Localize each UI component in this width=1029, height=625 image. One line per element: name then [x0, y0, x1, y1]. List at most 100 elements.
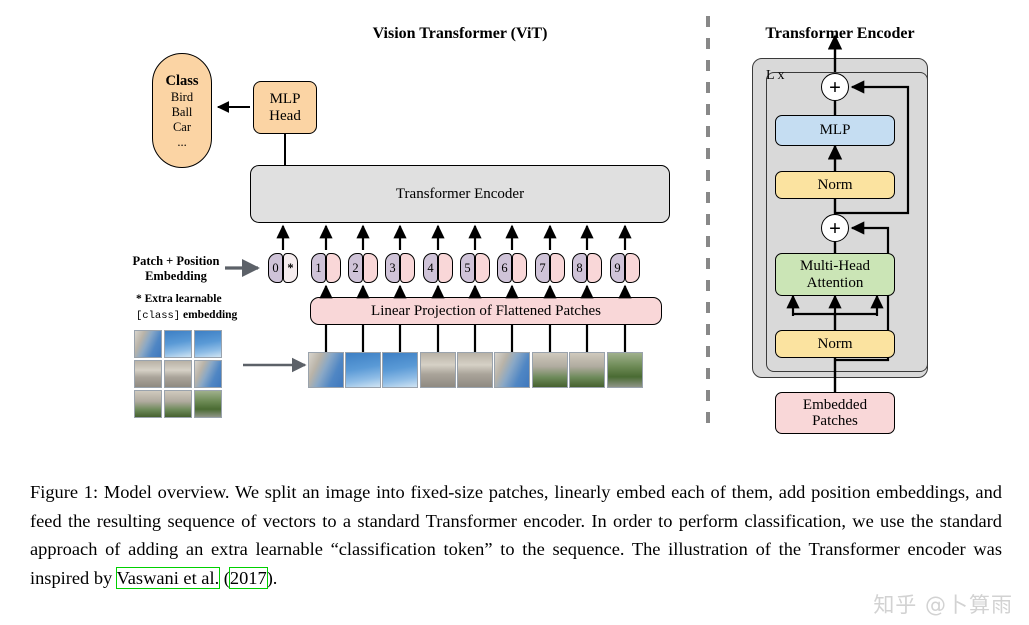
- attention-label-line2: Attention: [806, 274, 864, 291]
- plus-symbol: +: [829, 215, 841, 240]
- token-position-embedding: 4: [423, 253, 438, 283]
- norm-block-top: Norm: [775, 171, 895, 199]
- embedding-word: embedding: [180, 308, 238, 321]
- flattened-patch: [569, 352, 605, 388]
- right-panel-title: Transformer Encoder: [765, 25, 915, 42]
- token-patch-embedding: [326, 253, 341, 283]
- flattened-patch: [607, 352, 643, 388]
- flattened-patch: [345, 352, 381, 388]
- token-8: 8: [572, 253, 602, 283]
- linear-projection-box: Linear Projection of Flattened Patches: [310, 297, 662, 325]
- class-token-code: [class]: [136, 309, 181, 322]
- token-position-embedding: 3: [385, 253, 400, 283]
- token-patch-embedding: [363, 253, 378, 283]
- citation-year-link[interactable]: 2017: [228, 567, 268, 590]
- token-patch-embedding: [550, 253, 565, 283]
- caption-paren-open: (: [219, 568, 230, 589]
- mlp-head-label-line2: Head: [269, 107, 301, 124]
- source-image-tile: [164, 330, 192, 358]
- extra-learnable-line2: [class] embedding: [136, 308, 256, 324]
- embedded-patches-block: Embedded Patches: [775, 392, 895, 434]
- token-position-embedding: 2: [348, 253, 363, 283]
- source-image-tile: [194, 390, 222, 418]
- class-item: Car: [172, 119, 192, 134]
- class-item: Bird: [170, 90, 194, 105]
- source-image-tile: [164, 360, 192, 388]
- flattened-patch: [457, 352, 493, 388]
- source-image-grid: [134, 330, 224, 420]
- token-5: 5: [460, 253, 490, 283]
- class-token-star: *: [283, 253, 298, 283]
- extra-learnable-line1: * Extra learnable: [136, 293, 222, 305]
- norm-top-label: Norm: [817, 176, 853, 193]
- class-output-box: Class Bird Ball Car ...: [152, 53, 212, 168]
- token-position-embedding: 6: [497, 253, 512, 283]
- token-patch-embedding: [400, 253, 415, 283]
- token-position-embedding: 5: [460, 253, 475, 283]
- mlp-block-label: MLP: [819, 122, 851, 139]
- embedded-patches-line2: Patches: [812, 413, 858, 429]
- token-position-embedding: 1: [311, 253, 326, 283]
- flattened-patch: [382, 352, 418, 388]
- multi-head-attention-block: Multi-Head Attention: [775, 253, 895, 296]
- token-position-embedding: 9: [610, 253, 625, 283]
- patch-sequence: [0, 352, 700, 390]
- norm-block-bottom: Norm: [775, 330, 895, 358]
- flattened-patch: [532, 352, 568, 388]
- token-patch-embedding: [587, 253, 602, 283]
- residual-add-bottom: +: [821, 214, 849, 242]
- token-0: 0*: [268, 253, 298, 283]
- token-patch-embedding: [475, 253, 490, 283]
- mlp-block: MLP: [775, 115, 895, 146]
- caption-paren-close: ).: [266, 568, 278, 589]
- flattened-patch: [494, 352, 530, 388]
- transformer-encoder-box: Transformer Encoder: [250, 165, 670, 223]
- source-image-tile: [164, 390, 192, 418]
- mlp-head-label-line1: MLP: [269, 91, 301, 108]
- class-item: ...: [177, 134, 187, 149]
- token-patch-embedding: [625, 253, 640, 283]
- flattened-patch: [308, 352, 344, 388]
- pp-line2: Embedding: [145, 269, 207, 283]
- token-9: 9: [610, 253, 640, 283]
- transformer-encoder-label: Transformer Encoder: [395, 185, 525, 202]
- token-patch-embedding: [438, 253, 453, 283]
- token-7: 7: [535, 253, 565, 283]
- plus-symbol: +: [829, 74, 841, 99]
- pp-line1: Patch + Position: [132, 254, 220, 268]
- citation-author-link[interactable]: Vaswani et al.: [115, 567, 221, 590]
- patch-position-embedding-label: Patch + Position Embedding: [124, 254, 228, 284]
- token-position-embedding: 7: [535, 253, 550, 283]
- source-image-tile: [134, 390, 162, 418]
- token-1: 1: [311, 253, 341, 283]
- token-4: 4: [423, 253, 453, 283]
- token-position-embedding: 8: [572, 253, 587, 283]
- figure-caption: Figure 1: Model overview. We split an im…: [30, 478, 1002, 593]
- source-image-tile: [134, 360, 162, 388]
- token-3: 3: [385, 253, 415, 283]
- token-2: 2: [348, 253, 378, 283]
- class-item: Ball: [171, 105, 193, 120]
- token-patch-embedding: [512, 253, 527, 283]
- flattened-patch: [420, 352, 456, 388]
- token-position-embedding: 0: [268, 253, 283, 283]
- embedded-patches-line1: Embedded: [802, 396, 868, 413]
- linear-projection-label: Linear Projection of Flattened Patches: [371, 302, 601, 319]
- source-image-tile: [194, 330, 222, 358]
- repeat-count-label: L x: [766, 68, 785, 83]
- extra-learnable-note: * Extra learnable [class] embedding: [136, 292, 256, 323]
- class-heading: Class: [165, 72, 199, 89]
- attention-label-line1: Multi-Head: [800, 258, 870, 275]
- source-image-tile: [194, 360, 222, 388]
- norm-bottom-label: Norm: [817, 335, 853, 352]
- source-image-tile: [134, 330, 162, 358]
- residual-add-top: +: [821, 73, 849, 101]
- left-panel-title: Vision Transformer (ViT): [372, 25, 548, 42]
- token-6: 6: [497, 253, 527, 283]
- caption-body: Figure 1: Model overview. We split an im…: [30, 482, 1002, 589]
